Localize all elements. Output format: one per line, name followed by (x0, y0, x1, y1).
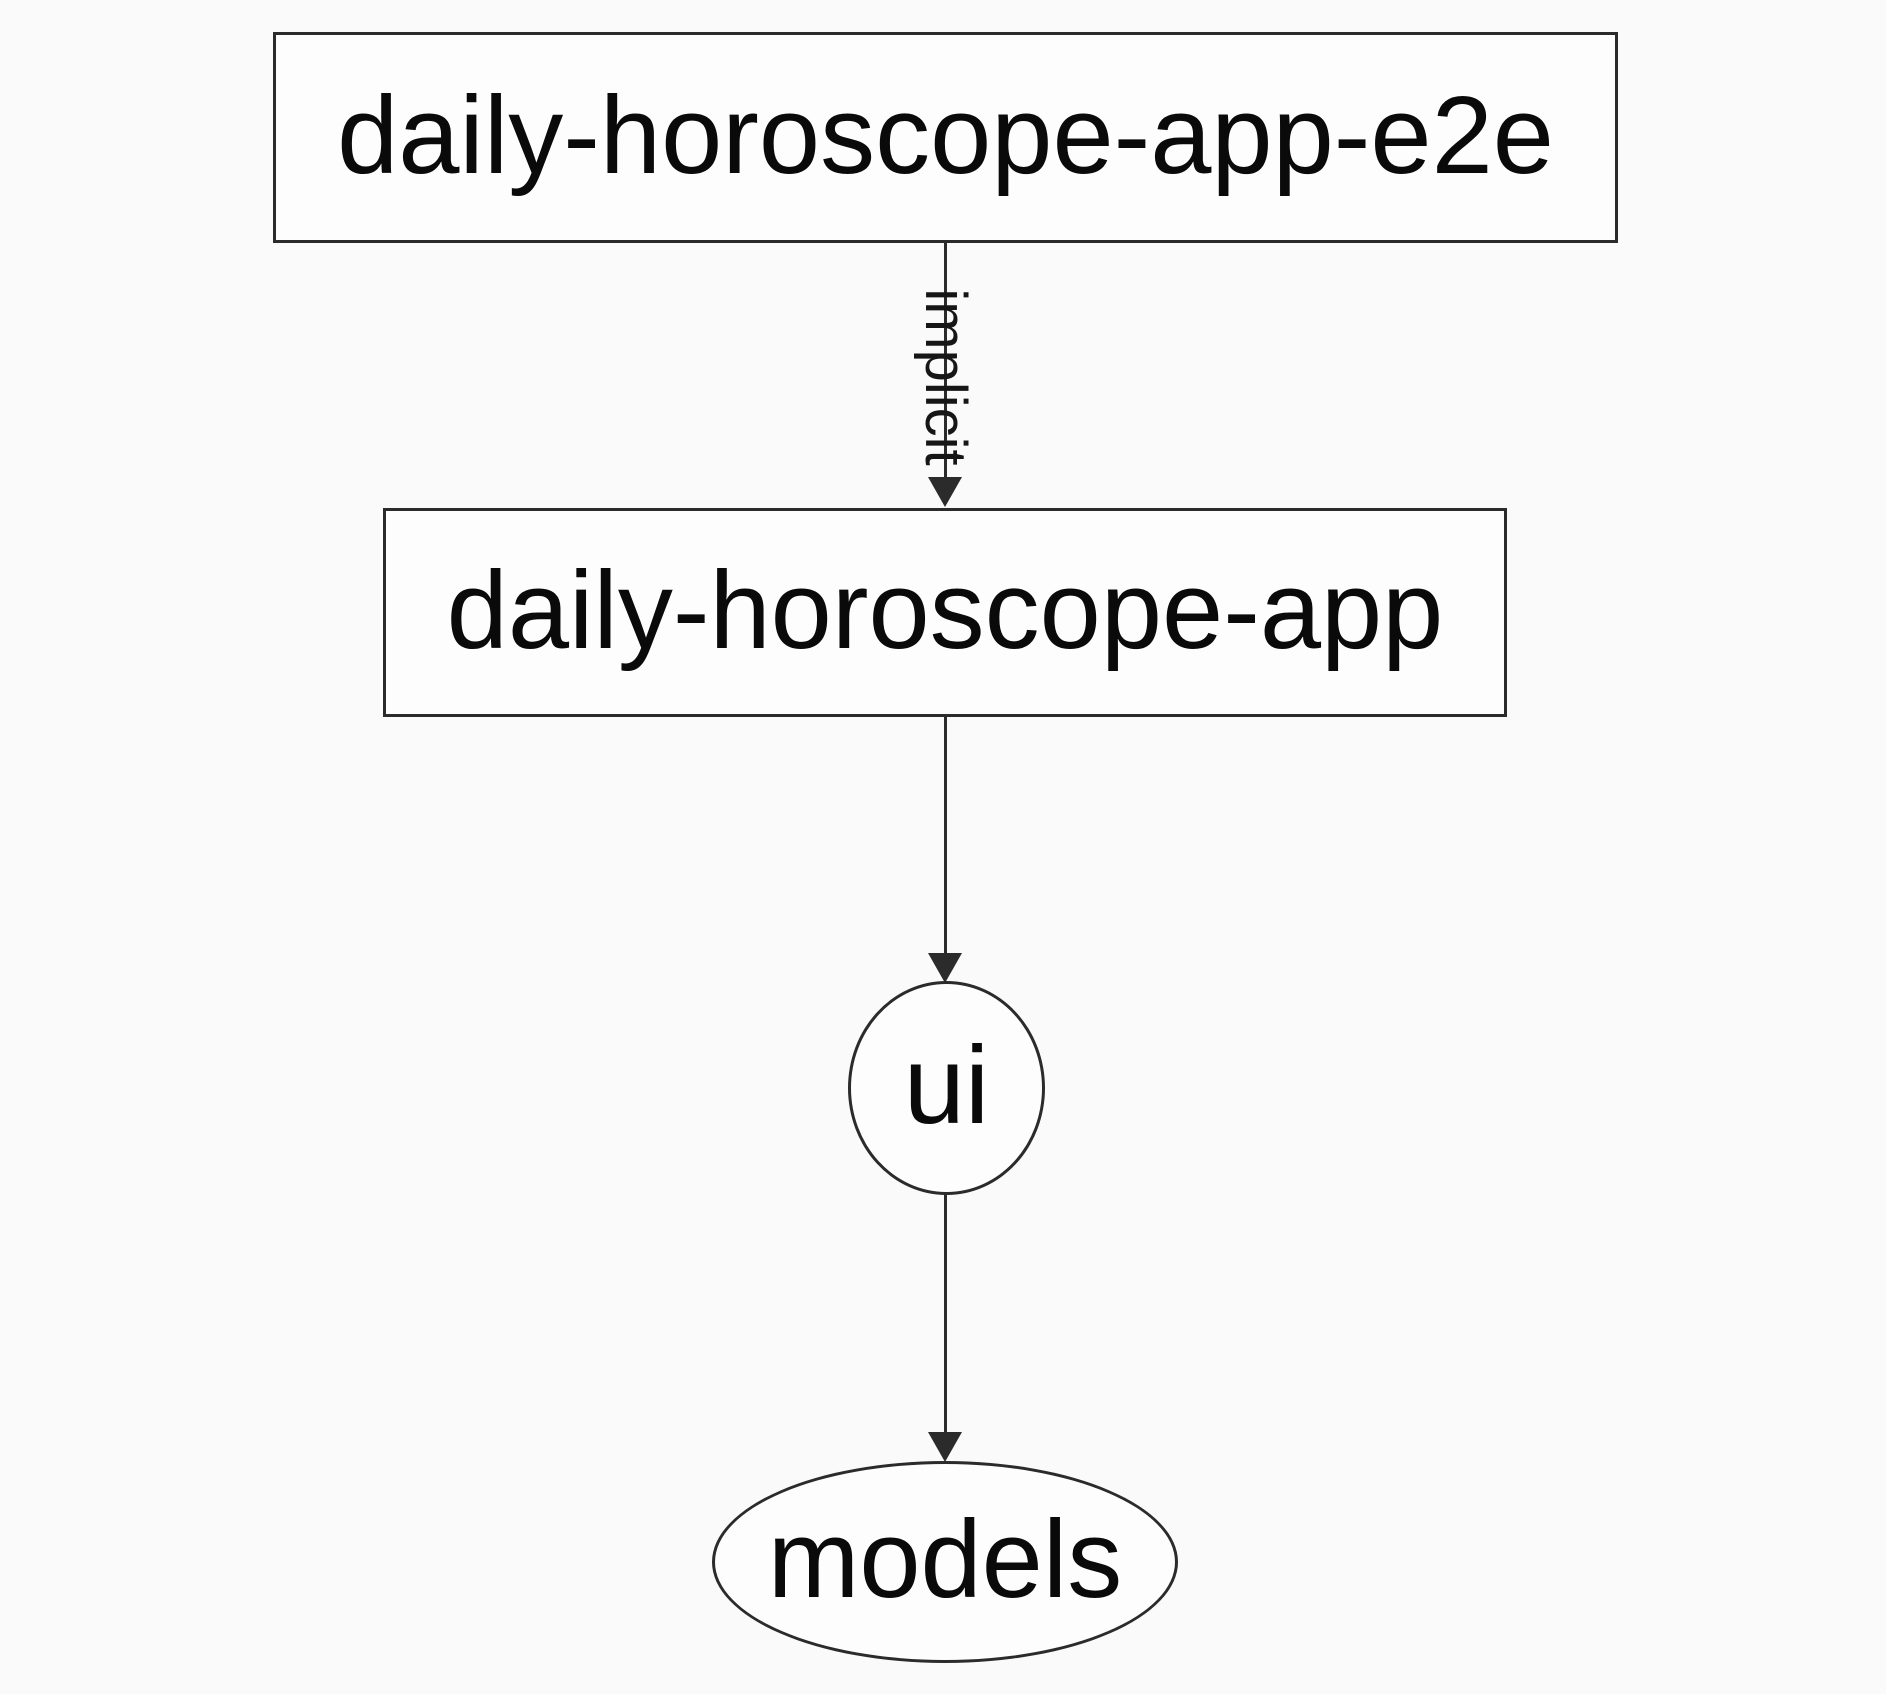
node-models[interactable]: models (712, 1461, 1178, 1663)
arrowhead-down-icon (928, 477, 962, 507)
node-label-models: models (767, 1498, 1123, 1621)
node-label-daily-horoscope-app: daily-horoscope-app (446, 548, 1444, 672)
node-ui[interactable]: ui (848, 981, 1045, 1195)
edge-e2e-to-app (944, 242, 947, 487)
edge-label-implicit: implicit (913, 288, 978, 466)
edge-app-to-ui (944, 716, 947, 961)
node-label-daily-horoscope-app-e2e: daily-horoscope-app-e2e (337, 73, 1554, 197)
arrowhead-down-icon (928, 953, 962, 983)
node-label-ui: ui (903, 1024, 990, 1147)
node-daily-horoscope-app-e2e[interactable]: daily-horoscope-app-e2e (273, 32, 1618, 243)
arrowhead-down-icon (928, 1432, 962, 1462)
edge-ui-to-models (944, 1194, 947, 1442)
node-daily-horoscope-app[interactable]: daily-horoscope-app (383, 508, 1507, 717)
